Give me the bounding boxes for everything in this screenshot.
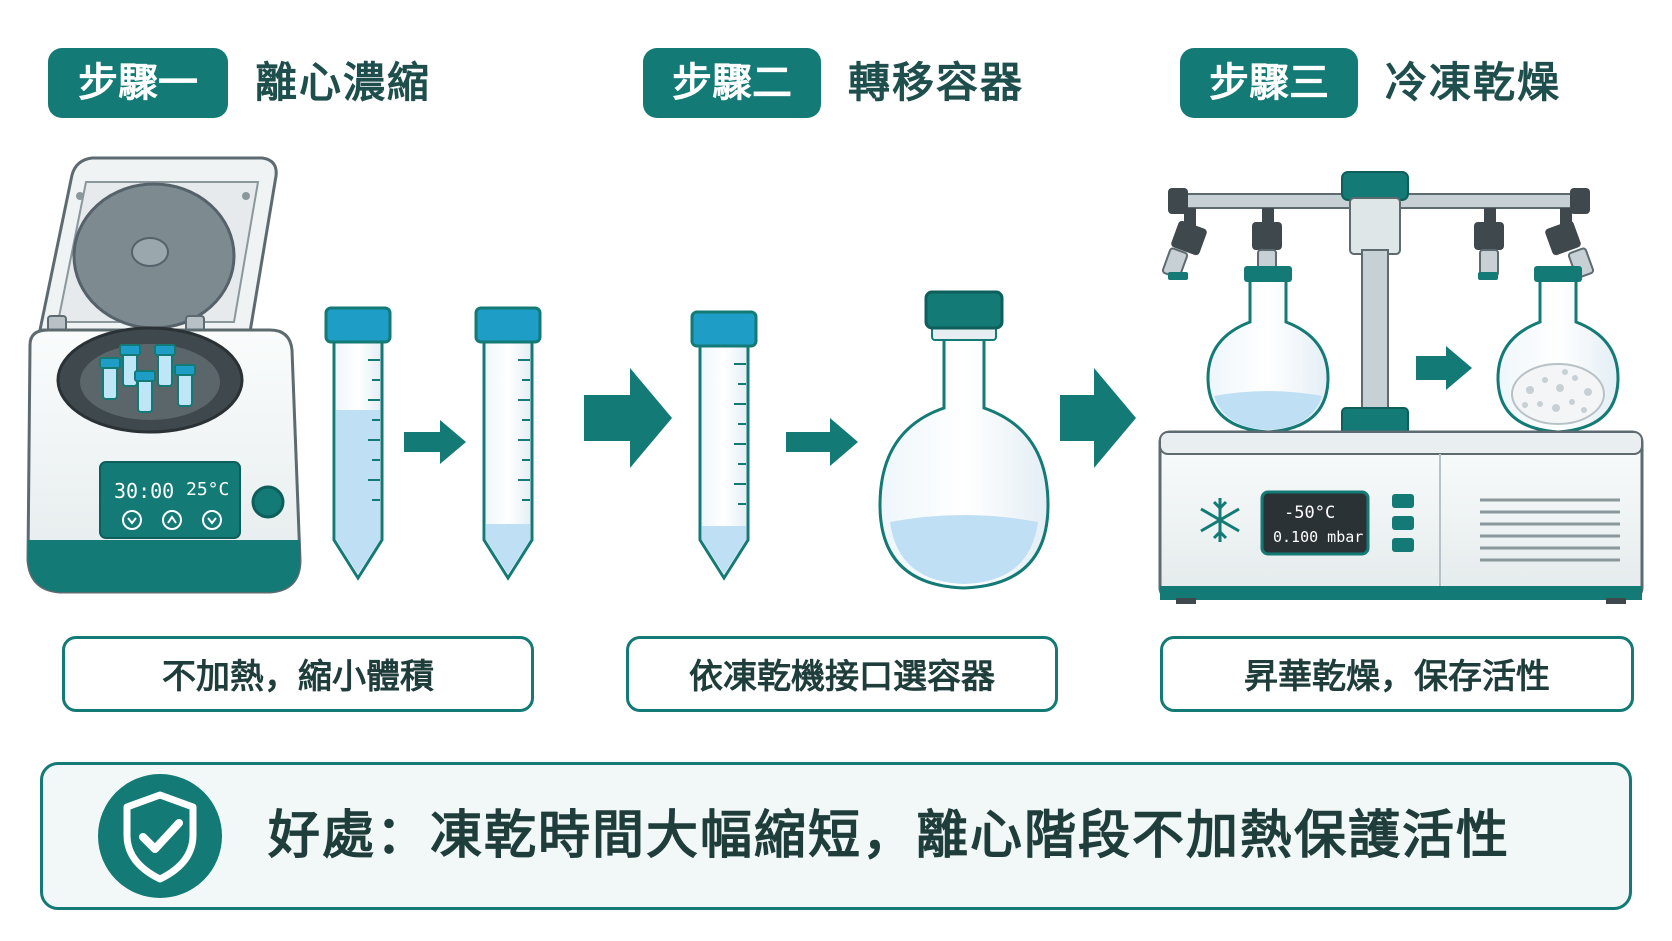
round-flask <box>878 290 1050 590</box>
benefit-panel: 好處：凍乾時間大幅縮短，離心階段不加熱保護活性 <box>40 762 1632 910</box>
step2-title: 轉移容器 <box>848 58 1025 107</box>
step1-caption: 不加熱，縮小體積 <box>62 636 534 712</box>
centrifuge-time: 30:00 <box>114 479 174 503</box>
step2-caption: 依凍乾機接口選容器 <box>626 636 1058 712</box>
centrifuge: 30:00 25°C <box>26 156 302 594</box>
arrow-right-icon <box>786 418 858 466</box>
arrow-right-icon <box>404 420 466 464</box>
dryer-temp: -50°C <box>1284 503 1335 523</box>
step-arrow-2 <box>1060 368 1136 468</box>
step3-caption: 昇華乾燥，保存活性 <box>1160 636 1634 712</box>
step-arrow-1 <box>584 368 672 468</box>
shield-check-icon <box>98 774 222 898</box>
tube-transfer <box>690 310 758 581</box>
dryer-pressure: 0.100 mbar <box>1273 528 1363 546</box>
benefit-text: 好處：凍乾時間大幅縮短，離心階段不加熱保護活性 <box>268 806 1511 866</box>
step3-badge: 步驟三 <box>1180 48 1358 118</box>
arrow-right-icon <box>1416 346 1472 390</box>
freeze-dryer: -50°C 0.100 mbar <box>1158 171 1644 604</box>
tube-concentrated <box>474 306 542 581</box>
snowflake-icon <box>1200 498 1240 542</box>
step2-badge: 步驟二 <box>643 48 821 118</box>
step1-badge: 步驟一 <box>48 48 228 118</box>
tube-full <box>324 306 392 581</box>
step1-title: 離心濃縮 <box>255 58 432 107</box>
centrifuge-temp: 25°C <box>186 479 229 500</box>
step3-title: 冷凍乾燥 <box>1385 58 1562 107</box>
